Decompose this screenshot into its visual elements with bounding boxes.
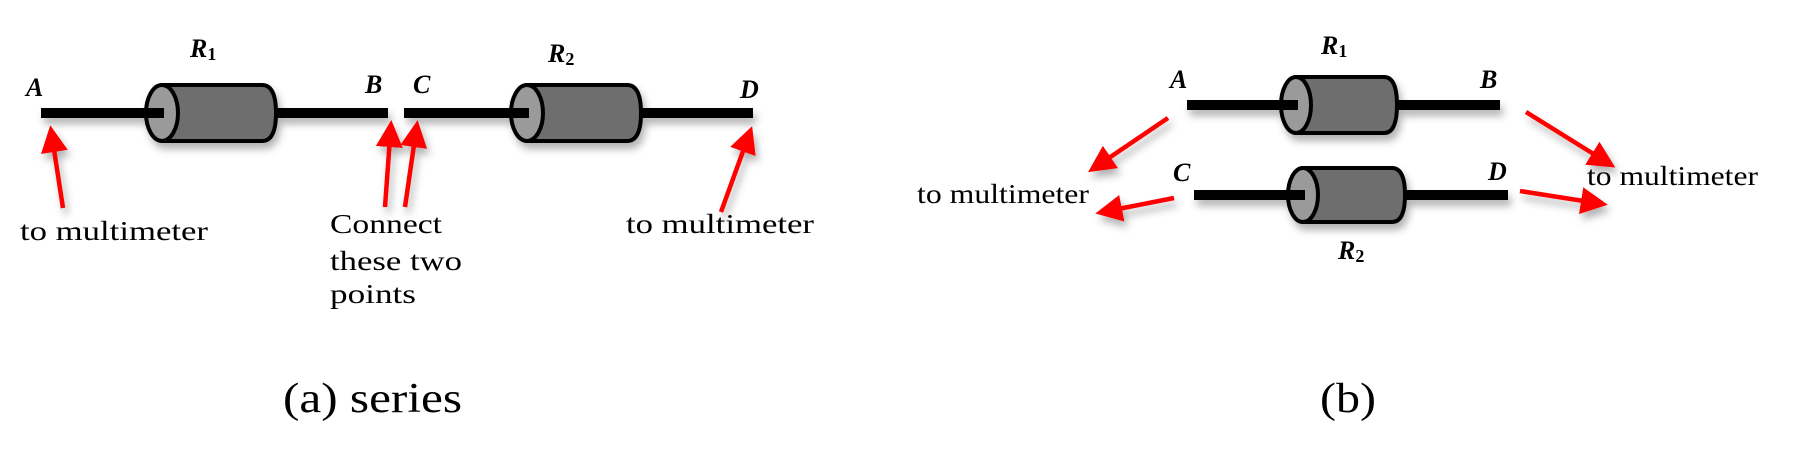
connect-note-line-1: Connect: [330, 209, 443, 239]
arrow-icon: [41, 125, 68, 209]
panel-a-series: A B C D R1 R2 to multimeter to multimete…: [20, 34, 814, 422]
arrows-b: [1088, 110, 1616, 222]
arrows-a: [41, 120, 756, 213]
point-d-label: D: [1487, 157, 1507, 186]
point-b-label: B: [364, 70, 382, 99]
caption-a: (a) series: [283, 376, 462, 422]
point-a-label: A: [24, 73, 43, 102]
point-c-label: C: [413, 70, 431, 99]
resistor-r2: [509, 83, 644, 143]
r2-label: R2: [1337, 236, 1364, 266]
resistor-r1: [1279, 75, 1400, 135]
panel-b: A B C D R1 R2 to multimeter to multimete…: [917, 31, 1758, 422]
r1-label: R1: [189, 34, 216, 64]
r2-label: R2: [547, 39, 574, 69]
arrow-icon: [718, 126, 756, 213]
point-b-label: B: [1479, 65, 1497, 94]
right-multimeter-note: to multimeter: [1587, 161, 1758, 191]
point-a-label: A: [1168, 65, 1187, 94]
arrow-icon: [375, 120, 403, 208]
arrow-icon: [1524, 110, 1616, 168]
arrow-icon: [400, 120, 428, 208]
right-multimeter-note: to multimeter: [626, 209, 814, 239]
caption-b: (b): [1320, 376, 1376, 422]
arrow-icon: [1095, 195, 1175, 222]
arrow-icon: [1088, 116, 1170, 173]
r1-label: R1: [1320, 31, 1347, 61]
point-d-label: D: [739, 75, 759, 104]
connect-note-line-2: these two: [330, 246, 462, 276]
point-c-label: C: [1173, 158, 1191, 187]
left-multimeter-note: to multimeter: [20, 216, 208, 246]
resistor-r1: [144, 83, 279, 143]
left-multimeter-note: to multimeter: [917, 179, 1089, 209]
separate-resistors: [1187, 75, 1508, 224]
resistor-r2: [1286, 166, 1408, 224]
connect-note-line-3: points: [330, 279, 416, 309]
series-circuit: [41, 83, 753, 143]
arrow-icon: [1519, 187, 1608, 214]
